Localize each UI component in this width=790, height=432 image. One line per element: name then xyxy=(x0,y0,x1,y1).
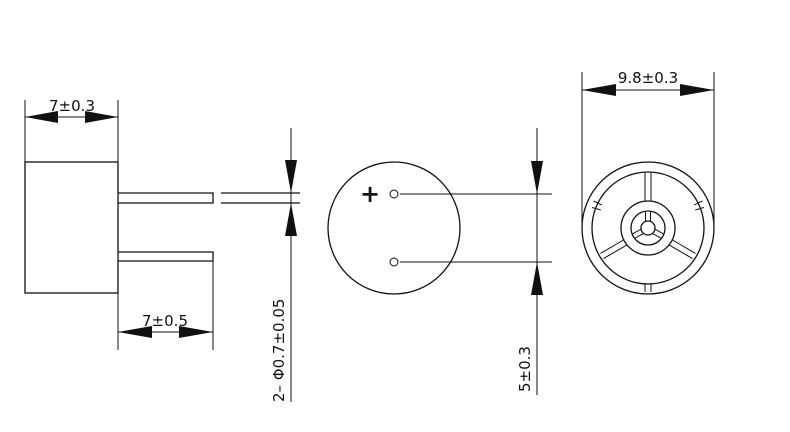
top-view-inner-spoke-right xyxy=(652,228,665,240)
body-thickness-arrow-right xyxy=(85,111,118,123)
pin-positive-hole xyxy=(389,189,399,199)
pin-length-arrow-right xyxy=(179,326,213,338)
body-thickness-arrow-left xyxy=(25,111,58,123)
pin-spacing-arrow-top xyxy=(531,161,543,194)
diameter-label: 9.8±0.3 xyxy=(618,69,678,87)
top-view: 9.8±0.3 xyxy=(581,69,715,295)
side-view-pin-lower xyxy=(118,251,214,262)
pin-length-arrow-left xyxy=(118,326,152,338)
polarity-plus-mark: + xyxy=(360,180,380,208)
bottom-view-outline xyxy=(327,161,461,295)
top-view-inner-rim xyxy=(591,171,705,285)
top-view-center-hole xyxy=(640,220,656,236)
diameter-arrow-right xyxy=(680,84,714,96)
top-view-ring-outer xyxy=(620,200,676,256)
top-view-spoke-top xyxy=(644,173,652,201)
pin-spacing-arrow-bottom xyxy=(531,262,543,295)
pin-spacing-label: 5±0.3 xyxy=(516,346,534,392)
side-view-pin-upper xyxy=(118,192,214,204)
top-view-inner-spoke-left xyxy=(631,228,644,240)
pin-diameter-arrow-top xyxy=(285,160,297,193)
pin-diameter-arrow-bottom xyxy=(285,203,297,236)
pin-negative-hole xyxy=(389,257,399,267)
bottom-view: + 5±0.3 xyxy=(327,128,552,395)
top-view-outer-circle xyxy=(581,161,715,295)
pin-diameter-dimension: 2– Φ0.7±0.05 xyxy=(270,128,297,402)
pin-length-label: 7±0.5 xyxy=(142,312,188,330)
top-view-spoke-left xyxy=(600,239,628,260)
diameter-arrow-left xyxy=(582,84,616,96)
top-view-spokes xyxy=(591,173,705,292)
side-view: 7±0.3 7±0.5 xyxy=(24,97,300,350)
top-view-ring-inner xyxy=(630,210,666,246)
side-view-body xyxy=(24,161,119,294)
top-view-spoke-right xyxy=(668,239,696,260)
pin-diameter-label: 2– Φ0.7±0.05 xyxy=(270,299,288,402)
top-view-inner-spoke-top xyxy=(645,211,651,221)
body-thickness-label: 7±0.3 xyxy=(49,97,95,115)
top-view-rim-ticks xyxy=(591,200,705,292)
